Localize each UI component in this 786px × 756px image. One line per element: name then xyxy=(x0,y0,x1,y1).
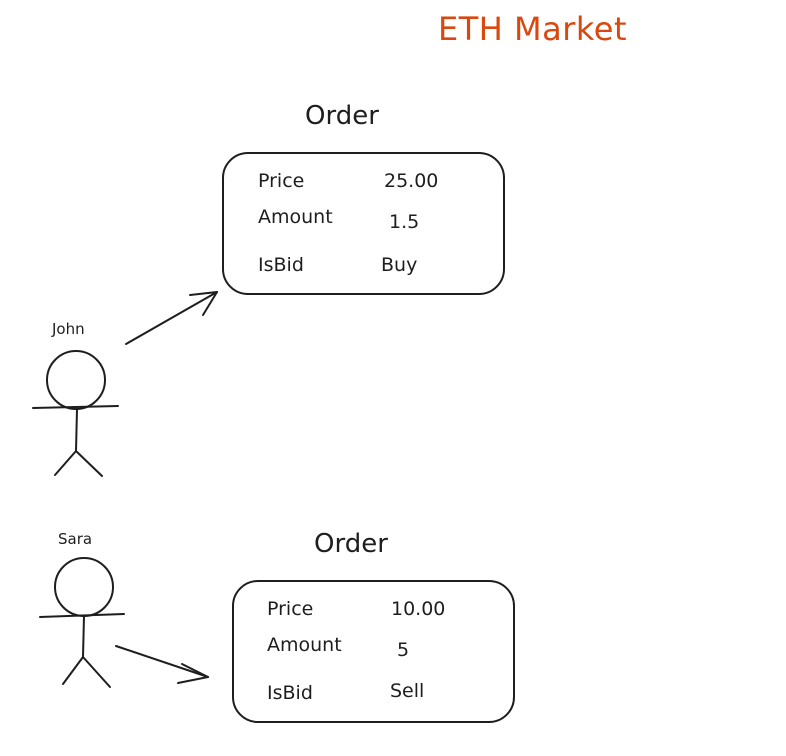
order-1-price-value: 25.00 xyxy=(384,170,439,192)
john-left-leg xyxy=(54,450,77,476)
order-2-price-value: 10.00 xyxy=(391,598,446,620)
john-arms xyxy=(32,405,119,409)
order-2-amount-label: Amount xyxy=(267,634,342,656)
order-heading-2: Order xyxy=(314,529,388,559)
person-name-john: John xyxy=(52,320,85,338)
arrow-john-to-order xyxy=(125,291,218,345)
order-2-isbid-value: Sell xyxy=(390,680,425,702)
sara-right-leg xyxy=(82,656,111,688)
order-2-price-label: Price xyxy=(267,598,314,620)
order-heading-1: Order xyxy=(305,101,379,131)
sara-body xyxy=(82,615,85,658)
arrow-sara-to-order xyxy=(115,645,209,684)
john-body xyxy=(75,408,78,452)
diagram-title: ETH Market xyxy=(438,10,627,48)
order-1-isbid-label: IsBid xyxy=(258,254,304,276)
order-1-price-label: Price xyxy=(258,170,305,192)
john-right-leg xyxy=(75,450,103,477)
order-1-amount-value: 1.5 xyxy=(389,211,420,233)
john-head xyxy=(46,350,106,410)
stick-figure-icon xyxy=(32,350,119,477)
order-box-2 xyxy=(232,580,515,723)
sara-left-leg xyxy=(62,656,84,685)
stick-figure-icon xyxy=(39,557,125,688)
sara-head xyxy=(54,557,114,617)
sara-arms xyxy=(39,613,125,618)
person-name-sara: Sara xyxy=(58,530,93,548)
order-1-amount-label: Amount xyxy=(258,206,333,228)
order-2-amount-value: 5 xyxy=(397,639,410,661)
order-box-1 xyxy=(222,152,505,295)
order-1-isbid-value: Buy xyxy=(381,254,418,276)
order-2-isbid-label: IsBid xyxy=(267,682,313,704)
